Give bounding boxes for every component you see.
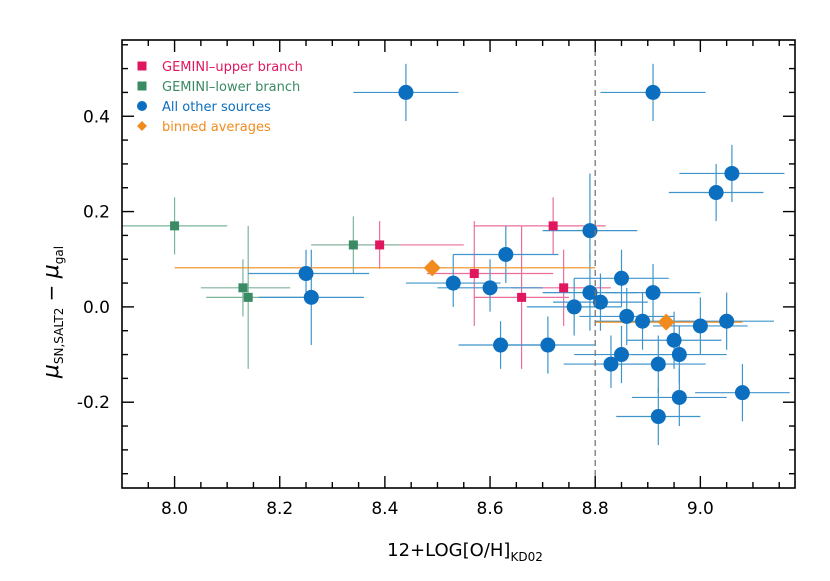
x-tick-label: 8.6: [477, 499, 504, 519]
other-point: [298, 266, 314, 282]
x-axis-label-sub: KD02: [510, 550, 542, 564]
legend-label-binned: binned averages: [162, 120, 271, 135]
other-point: [540, 337, 556, 353]
other-point: [645, 285, 661, 301]
legend-label-other: All other sources: [162, 100, 271, 115]
other-point: [645, 84, 661, 100]
x-tick-label: 8.8: [582, 499, 609, 519]
other-point: [666, 332, 682, 348]
other-point: [303, 289, 319, 305]
y-axis-label: μSN,SALT2 − μgal: [39, 246, 66, 379]
other-point: [482, 280, 498, 296]
axis-tick-labels: 8.0 8.2 8.4 8.6 8.8 9.0 0.4 0.2 0.0 -0.2: [77, 107, 714, 519]
legend-marker-other: [137, 101, 147, 111]
y-tick-label: 0.2: [83, 203, 110, 223]
markers-layer: [170, 84, 750, 425]
legend-label-upper: GEMINI–upper branch: [162, 60, 303, 75]
lower-point: [348, 240, 358, 250]
y-tick-label: 0.0: [83, 298, 110, 318]
y-axis-label-mu: μ: [39, 364, 64, 379]
other-point: [671, 389, 687, 405]
other-point: [650, 409, 666, 425]
upper-point: [375, 240, 385, 250]
other-point: [692, 318, 708, 334]
legend-marker-upper: [137, 61, 147, 71]
x-axis-label-main: 12+LOG[O/H]: [387, 540, 510, 561]
other-point: [613, 270, 629, 286]
y-tick-label: -0.2: [77, 393, 110, 413]
x-axis-label: 12+LOG[O/H]KD02: [387, 540, 543, 564]
upper-point: [469, 269, 479, 279]
other-point: [619, 308, 635, 324]
x-tick-label: 8.4: [371, 499, 398, 519]
other-point: [603, 356, 619, 372]
y-tick-label: 0.4: [83, 107, 110, 127]
upper-point: [517, 292, 527, 302]
other-point: [719, 313, 735, 329]
other-point: [493, 337, 509, 353]
x-tick-label: 9.0: [687, 499, 714, 519]
upper-point: [548, 221, 558, 231]
x-tick-label: 8.0: [161, 499, 188, 519]
other-point: [498, 246, 514, 262]
other-point: [708, 185, 724, 201]
y-axis-label-mu2: μ: [39, 264, 64, 279]
lower-point: [170, 221, 180, 231]
other-point: [734, 385, 750, 401]
legend-marker-binned: [137, 121, 147, 131]
other-point: [724, 165, 740, 181]
other-point: [650, 356, 666, 372]
other-point: [582, 223, 598, 239]
legend-label-lower: GEMINI–lower branch: [162, 80, 300, 95]
other-point: [445, 275, 461, 291]
binned-point: [657, 313, 675, 331]
lower-point: [243, 292, 253, 302]
binned-point: [423, 259, 441, 277]
plot-frame: [121, 39, 796, 489]
other-point: [613, 347, 629, 363]
y-axis-label-minus: −: [39, 278, 63, 307]
other-point: [671, 347, 687, 363]
y-axis-label-sub1: SN,SALT2: [52, 308, 66, 364]
x-tick-label: 8.2: [266, 499, 293, 519]
other-point: [398, 84, 414, 100]
y-axis-label-sub2: gal: [52, 246, 66, 264]
axis-ticks: [122, 40, 795, 488]
other-point: [592, 294, 608, 310]
other-point: [582, 285, 598, 301]
legend-marker-lower: [137, 81, 147, 91]
lower-point: [238, 283, 248, 293]
upper-point: [559, 283, 569, 293]
other-point: [566, 299, 582, 315]
other-point: [635, 313, 651, 329]
